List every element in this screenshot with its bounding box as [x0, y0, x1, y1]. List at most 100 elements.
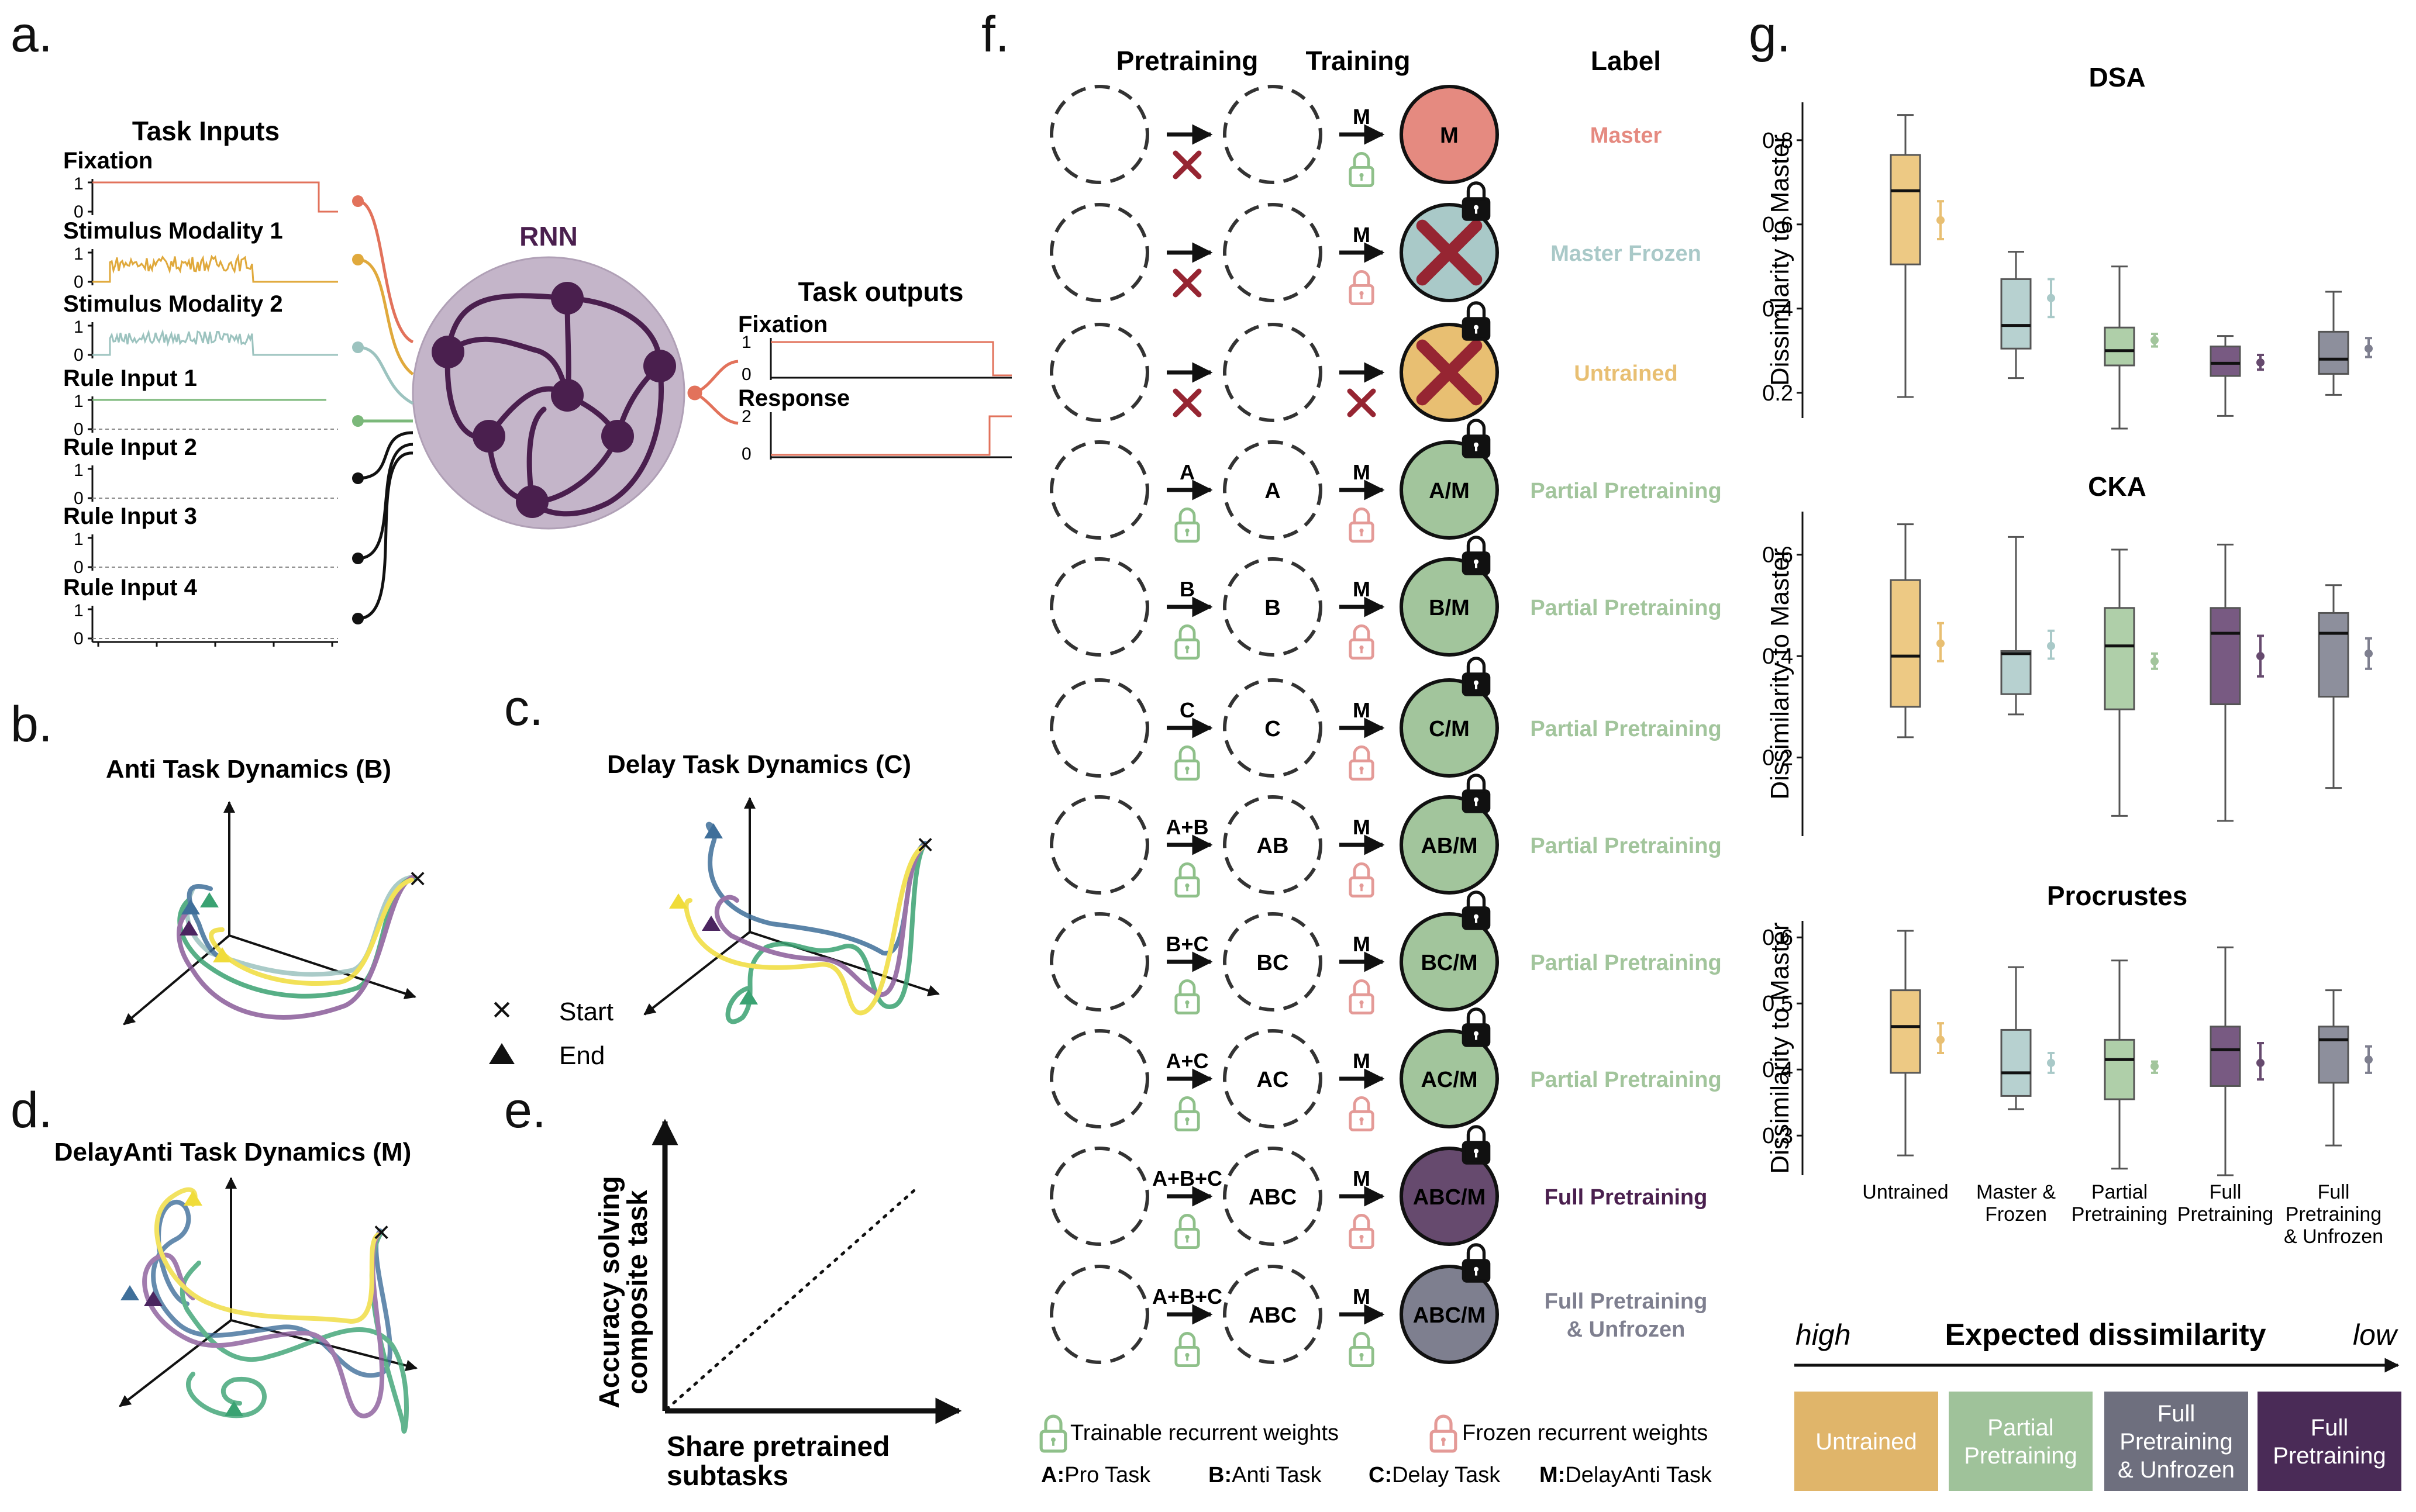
- trainable-lock-icon: [1174, 1332, 1200, 1367]
- tick-1: 1: [74, 244, 84, 264]
- frozen-lock-icon: [1349, 508, 1374, 543]
- no-training-cross-icon: [1347, 388, 1376, 417]
- scale-box-label: Full: [2311, 1415, 2348, 1441]
- box-iqr: [1890, 579, 1921, 708]
- pretrained-network-node: [1223, 85, 1322, 184]
- scale-box-label: Pretraining: [2273, 1443, 2386, 1469]
- box-0: [1890, 930, 1945, 1157]
- pretrained-tasks: BC: [1257, 951, 1289, 975]
- panel-letter-c: c.: [504, 680, 543, 736]
- final-network-node: [1400, 795, 1499, 895]
- box-4: [2318, 584, 2373, 789]
- stimulus-modality-1-input: Stimulus Modality 110: [63, 218, 338, 292]
- key-b: Anti Task: [1232, 1463, 1322, 1487]
- box-1: [2000, 536, 2055, 716]
- tick-0: 0: [742, 444, 752, 464]
- pretrained-network-node: [1223, 1265, 1322, 1364]
- mean-point: [2256, 358, 2265, 367]
- expected-dissimilarity: high Expected dissimilarity low Untraine…: [1794, 1318, 2401, 1491]
- category-label: Master &: [1976, 1181, 2056, 1203]
- training-task: M: [1353, 1049, 1370, 1073]
- pretrained-network-node: [1223, 1147, 1322, 1246]
- scale-box-label: & Unfrozen: [2118, 1457, 2235, 1483]
- panel-e-ylabel-1: Accuracy solving: [594, 1176, 625, 1409]
- tick-1: 1: [74, 601, 84, 620]
- mean-point: [2365, 649, 2373, 658]
- final-network-node: [1400, 1147, 1499, 1246]
- tick-1: 1: [742, 333, 752, 352]
- box-iqr: [2000, 650, 2032, 695]
- training-task: M: [1353, 1166, 1370, 1190]
- pretraining-task: A+B: [1166, 815, 1208, 839]
- pretrained-network-node: [1223, 323, 1322, 422]
- row-label: Master: [1590, 123, 1662, 148]
- dissimilarity-scale: UntrainedPartialPretrainingFullPretraini…: [1794, 1392, 2401, 1491]
- scale-box-label: Partial: [1987, 1415, 2053, 1441]
- frozen-lock-icon: [1349, 624, 1374, 660]
- mean-point: [1936, 1035, 1945, 1044]
- box-1: [2000, 251, 2055, 379]
- output-label: Fixation: [738, 312, 828, 337]
- input-label: Rule Input 2: [63, 434, 197, 460]
- svg-text:A:Pro Task: A:Pro Task: [1041, 1463, 1151, 1487]
- training-task: M: [1353, 105, 1370, 129]
- svg-text:M:DelayAnti Task: M:DelayAnti Task: [1539, 1463, 1712, 1487]
- col-pretraining: Pretraining: [1116, 46, 1259, 76]
- final-network-node: [1400, 557, 1499, 657]
- pretrained-network-node: [1223, 1029, 1322, 1128]
- frozen-weights-lock-icon: [1462, 1007, 1491, 1047]
- trainable-lock-icon: [1039, 1414, 1067, 1453]
- frozen-weights-lock-icon: [1462, 536, 1491, 575]
- panel-c: Delay Task Dynamics (C) ×: [607, 750, 940, 1024]
- row-label: Partial Pretraining: [1530, 717, 1721, 741]
- panel-e-xlabel-1: Share pretrained: [667, 1431, 890, 1462]
- frozen-weights-lock-icon: [1462, 657, 1491, 696]
- delay-task-markers: ×: [669, 823, 934, 1004]
- pretrained-tasks: B: [1264, 596, 1280, 620]
- no-pretraining-cross-icon: [1173, 388, 1202, 417]
- scale-box-label: Pretraining: [2119, 1429, 2232, 1455]
- trajectory-legend: × Start End: [489, 990, 614, 1070]
- empty-network-node: [1050, 557, 1149, 657]
- tick-1: 1: [74, 392, 84, 411]
- rnn-label: RNN: [519, 221, 578, 251]
- box-3: [2210, 335, 2265, 417]
- network-label: A/M: [1429, 479, 1470, 503]
- pretraining-task: A+B+C: [1152, 1166, 1222, 1190]
- pretraining-task: A+B+C: [1152, 1285, 1222, 1309]
- panel-e-ylabel-2: composite task: [622, 1190, 653, 1394]
- mean-point: [2365, 344, 2373, 353]
- stimulus-modality-2-input: Stimulus Modality 210: [63, 291, 338, 365]
- mean-point: [2150, 336, 2159, 344]
- pretrained-network-node: [1223, 440, 1322, 540]
- pretraining-task: A+C: [1166, 1049, 1208, 1073]
- tick-0: 0: [74, 346, 84, 365]
- svg-text:B:Anti Task: B:Anti Task: [1208, 1463, 1322, 1487]
- trainable-lock-icon: [1349, 1332, 1374, 1367]
- frozen-weights-lock-icon: [1462, 1125, 1491, 1165]
- trainable-lock-icon: [1174, 979, 1200, 1015]
- frozen-lock-icon: [1349, 745, 1374, 781]
- mean-point: [1936, 216, 1945, 225]
- empty-network-node: [1050, 1029, 1149, 1128]
- input-label: Rule Input 1: [63, 365, 197, 391]
- legend-frozen: Frozen recurrent weights: [1462, 1421, 1708, 1445]
- mean-point: [2047, 1058, 2055, 1067]
- scale-box-label: Pretraining: [1964, 1443, 2077, 1469]
- lock-icon: [1429, 1414, 1457, 1453]
- empty-network-node: [1050, 1265, 1149, 1364]
- tick-0: 0: [74, 272, 84, 292]
- svg-text:×: ×: [491, 990, 512, 1029]
- key-b-letter: B:: [1208, 1463, 1232, 1487]
- box-3: [2210, 946, 2265, 1176]
- row-label: Partial Pretraining: [1530, 479, 1721, 503]
